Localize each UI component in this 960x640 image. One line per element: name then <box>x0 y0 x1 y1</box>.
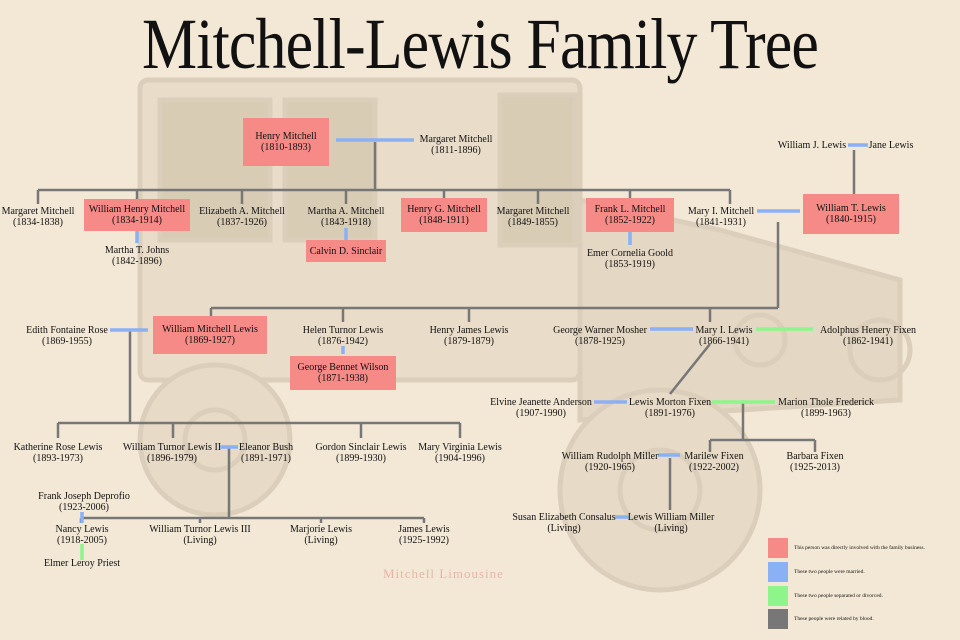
person-marjorie-lewis: Marjorie Lewis(Living) <box>290 524 352 546</box>
person-george-bennet-wilson: George Bennet Wilson(1871-1938) <box>290 356 396 390</box>
person-margaret-mitchell-1811: Margaret Mitchell(1811-1896) <box>419 134 493 156</box>
person-martha-a-mitchell: Martha A. Mitchell(1843-1918) <box>307 206 385 228</box>
watermark-text: Mitchell Limousine <box>383 566 504 581</box>
person-helen-turnor-lewis: Helen Turnor Lewis(1876-1942) <box>302 325 384 347</box>
legend-item-married: These two people were married. <box>768 562 865 582</box>
person-adolphus-henery-fixen: Adolphus Henery Fixen(1862-1941) <box>819 325 917 347</box>
person-henry-james-lewis: Henry James Lewis(1879-1879) <box>429 325 509 347</box>
legend-item-separated: These two people separated or divorced. <box>768 586 883 606</box>
person-jane-lewis: Jane Lewis <box>868 140 914 151</box>
separation-lines <box>80 327 813 560</box>
legend-swatch <box>768 562 788 582</box>
person-william-rudolph-miller: William Rudolph Miller(1920-1965) <box>561 451 659 473</box>
legend-swatch <box>768 609 788 629</box>
person-mary-i-mitchell: Mary I. Mitchell(1841-1931) <box>687 206 755 228</box>
blood-lines <box>36 142 856 523</box>
legend-swatch <box>768 586 788 606</box>
person-margaret-mitchell-1834: Margaret Mitchell(1834-1838) <box>1 206 75 228</box>
person-george-warner-mosher: George Warner Mosher(1878-1925) <box>553 325 647 347</box>
person-marilew-fixen: Marilew Fixen(1922-2002) <box>684 451 744 473</box>
person-nancy-lewis: Nancy Lewis(1918-2005) <box>55 524 109 546</box>
person-barbara-fixen: Barbara Fixen(1925-2013) <box>786 451 844 473</box>
person-katherine-rose-lewis: Katherine Rose Lewis(1893-1973) <box>13 442 103 464</box>
person-james-lewis: James Lewis(1925-1992) <box>398 524 450 546</box>
person-william-mitchell-lewis: William Mitchell Lewis(1869-1927) <box>153 316 267 354</box>
person-edith-fontaine-rose: Edith Fontaine Rose(1869-1955) <box>26 325 108 347</box>
person-gordon-sinclair-lewis: Gordon Sinclair Lewis(1899-1930) <box>315 442 407 464</box>
person-william-henry-mitchell: William Henry Mitchell(1834-1914) <box>84 199 190 231</box>
person-mary-i-lewis: Mary I. Lewis(1866-1941) <box>695 325 753 347</box>
person-mary-virginia-lewis: Mary Virginia Lewis(1904-1996) <box>418 442 502 464</box>
person-susan-elizabeth-consalus: Susan Elizabeth Consalus(Living) <box>512 512 616 534</box>
person-elizabeth-a-mitchell: Elizabeth A. Mitchell(1837-1926) <box>199 206 285 228</box>
person-frank-joseph-deprofio: Frank Joseph Deprofio(1923-2006) <box>38 491 130 513</box>
person-lewis-morton-fixen: Lewis Morton Fixen(1891-1976) <box>628 397 712 419</box>
person-elmer-leroy-priest: Elmer Leroy Priest <box>43 558 121 569</box>
legend-swatch <box>768 538 788 558</box>
person-lewis-william-miller: Lewis William Miller(Living) <box>627 512 715 534</box>
person-henry-g-mitchell: Henry G. Mitchell(1848-1911) <box>401 198 487 232</box>
person-emer-cornelia-goold: Emer Cornelia Goold(1853-1919) <box>586 248 674 270</box>
legend-item-blood: These people were related by blood. <box>768 609 874 629</box>
person-william-j-lewis: William J. Lewis <box>777 140 847 151</box>
person-william-t-lewis: William T. Lewis(1840-1915) <box>803 194 899 234</box>
person-william-turnor-lewis-iii: William Turnor Lewis III(Living) <box>149 524 251 546</box>
person-frank-l-mitchell: Frank L. Mitchell(1852-1922) <box>586 198 674 232</box>
person-elvine-jeanette-anderson: Elvine Jeanette Anderson(1907-1990) <box>490 397 592 419</box>
person-margaret-mitchell-1849: Margaret Mitchell(1849-1855) <box>496 206 570 228</box>
legend-item-business: This person was directly involved with t… <box>768 538 925 558</box>
person-eleanor-bush: Eleanor Bush(1891-1971) <box>238 442 294 464</box>
person-william-turnor-lewis-ii: William Turnor Lewis II(1896-1979) <box>122 442 222 464</box>
marriage-lines <box>80 138 868 523</box>
person-henry-mitchell: Henry Mitchell(1810-1893) <box>243 118 329 166</box>
person-marion-thole-frederick: Marion Thole Frederick(1899-1963) <box>778 397 874 419</box>
person-calvin-d-sinclair: Calvin D. Sinclair <box>306 240 386 262</box>
page-title: Mitchell-Lewis Family Tree <box>142 4 819 84</box>
person-martha-t-johns: Martha T. Johns(1842-1896) <box>104 245 170 267</box>
